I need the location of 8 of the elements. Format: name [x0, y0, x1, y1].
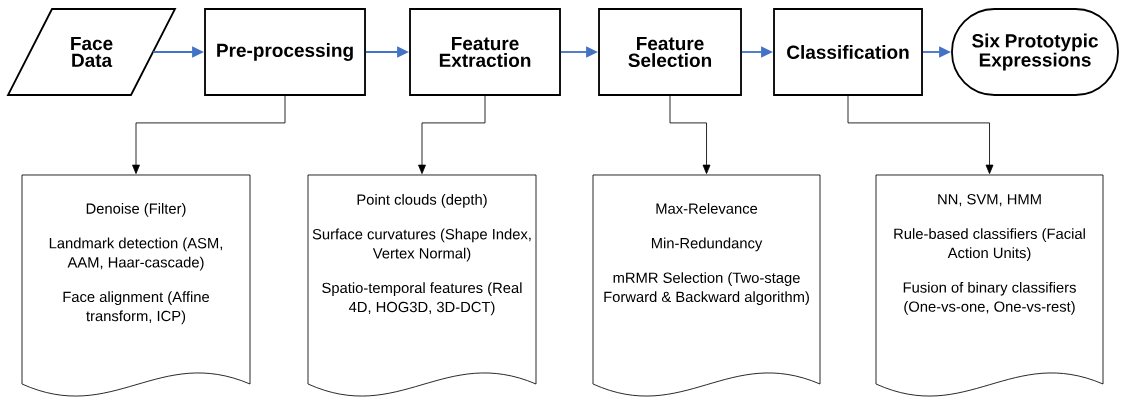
arrow [847, 95, 994, 174]
arrow [418, 95, 486, 174]
arrow [669, 95, 711, 174]
arrow [132, 95, 286, 174]
process-box: Feature Selection [598, 8, 742, 96]
process-box: Feature Extraction [409, 8, 561, 96]
process-box: Pre-processing [204, 8, 366, 96]
process-box: Classification [773, 8, 923, 96]
